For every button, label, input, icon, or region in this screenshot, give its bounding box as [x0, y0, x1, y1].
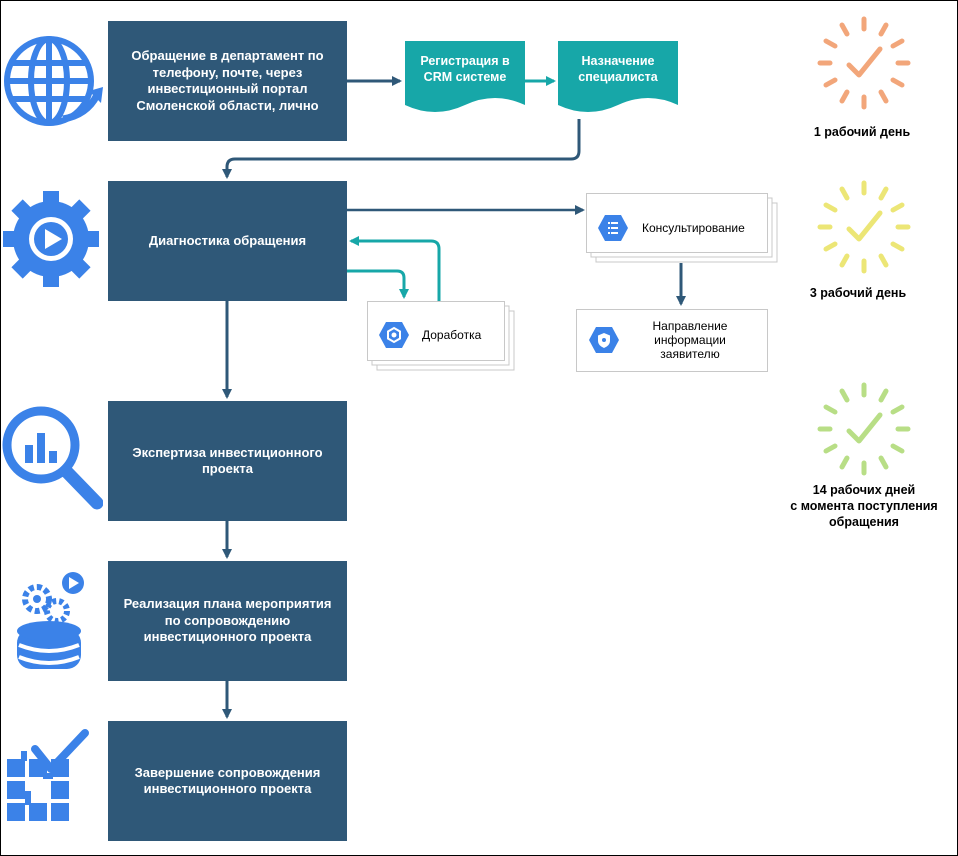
step-registration: Регистрация в CRM системе — [420, 54, 510, 84]
step-consulting: Консультирование — [642, 221, 745, 235]
timing-14-days-line3: обращения — [829, 515, 899, 529]
step-implementation: Реализация плана мероприятия по сопровож… — [108, 561, 347, 681]
checklist-blocks-icon — [7, 729, 89, 821]
clock-check-icon-yellow — [817, 180, 911, 274]
hex-settings-icon — [379, 322, 409, 348]
step-send-info: Направление информации заявителю — [652, 319, 728, 361]
magnifier-chart-icon — [2, 406, 103, 510]
timing-14-days-line2: с момента поступления — [790, 499, 938, 513]
step-completion: Завершение сопровождения инвестиционного… — [108, 721, 347, 841]
step-appeal: Обращение в департамент по телефону, поч… — [108, 21, 347, 141]
card-revision — [367, 301, 515, 371]
database-gears-icon — [17, 572, 84, 669]
timing-14-days: 14 рабочих дней с момента поступления об… — [784, 482, 944, 530]
link-diagnostics-revision — [347, 269, 409, 299]
globe-icon — [4, 36, 103, 126]
clock-check-icon-green — [817, 382, 911, 476]
link-revision-diagnostics — [349, 236, 441, 302]
step-expertise: Экспертиза инвестиционного проекта — [108, 401, 347, 521]
list-hex-icon — [598, 215, 628, 241]
gear-play-icon — [3, 191, 99, 287]
timing-14-days-line1: 14 рабочих дней — [812, 483, 916, 497]
card-send-info — [576, 309, 768, 372]
timing-1-day: 1 рабочий день — [813, 125, 911, 139]
clock-check-icon-orange — [817, 16, 911, 110]
doc-shape-registration — [405, 41, 525, 112]
hex-shield-icon — [589, 327, 619, 353]
doc-shape-assignment — [558, 41, 678, 112]
step-diagnostics: Диагностика обращения — [108, 181, 347, 301]
link-assignment-diagnostics — [222, 119, 581, 179]
step-revision: Доработка — [422, 328, 482, 342]
timing-3-day: 3 рабочий день — [809, 286, 907, 300]
step-assignment: Назначение специалиста — [578, 54, 658, 84]
